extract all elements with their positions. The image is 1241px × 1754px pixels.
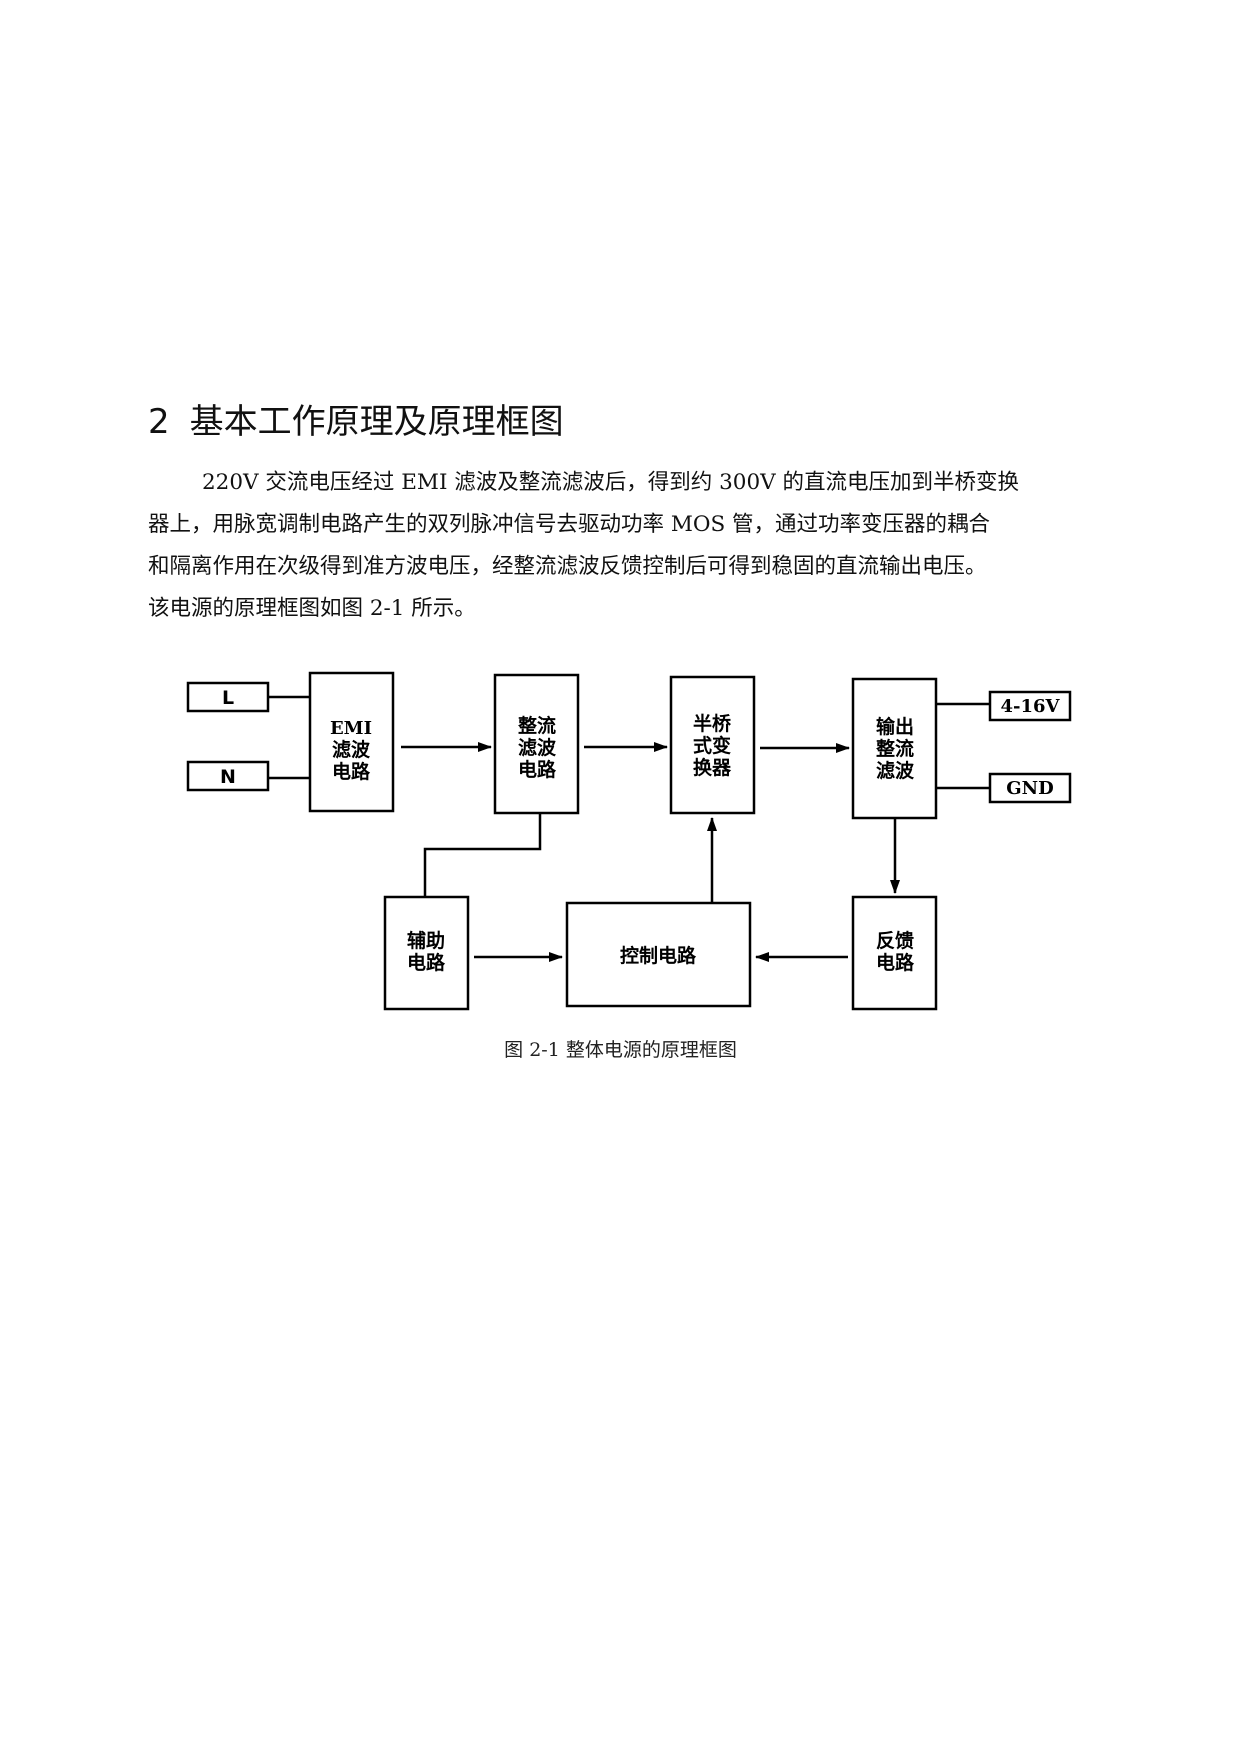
aux-label-2: 电路 [407,951,446,974]
terminal-4-16v-box [988,690,1072,722]
terminal-l-label: L [222,687,234,709]
emi-label-2: 滤波 [332,738,371,761]
paragraph-line: 该电源的原理框图如图 2-1 所示。 [148,596,476,621]
terminal-gnd-label: GND [1006,778,1053,799]
wire-rectifier-aux [423,813,542,897]
control-label: 控制电路 [620,944,697,967]
emi-filter-box [308,671,395,813]
output-rectifier-box [851,677,938,820]
half-bridge-box [669,675,756,815]
emi-label-1: EMI [330,718,372,739]
section-title: 基本工作原理及原理框图 [189,402,564,442]
rectifier-label-1: 整流 [518,714,556,737]
rectifier-label-2: 滤波 [518,736,557,759]
terminal-4-16v-label: 4-16V [1000,696,1060,717]
paragraph-line: 器上，用脉宽调制电路产生的双列脉冲信号去驱动功率 MOS 管，通过功率变压器的耦… [148,512,991,537]
figure-caption: 图 2-1 整体电源的原理框图 [504,1039,737,1061]
section-heading: 2 基本工作原理及原理框图 [148,398,564,446]
rectifier-filter-box [493,673,580,815]
feedback-label-2: 电路 [876,951,915,974]
half-bridge-label-3: 换器 [693,756,732,779]
feedback-label-1: 反馈 [876,929,914,952]
terminal-gnd-box [988,772,1072,804]
terminal-n-label: N [220,766,236,788]
half-bridge-label-2: 式变 [693,734,731,757]
paragraph-line: 和隔离作用在次级得到准方波电压，经整流滤波反馈控制后可得到稳固的直流输出电压。 [148,554,987,579]
body-paragraph: 220V 交流电压经过 EMI 滤波及整流滤波后，得到约 300V 的直流电压加… [148,462,1118,630]
terminal-n-box [186,760,270,792]
aux-circuit-box [383,895,470,1011]
half-bridge-label-1: 半桥 [693,712,732,735]
output-rectifier-label-2: 整流 [876,737,914,760]
feedback-circuit-box [851,895,938,1011]
section-number: 2 [148,402,170,442]
rectifier-label-3: 电路 [518,758,557,781]
paragraph-line: 220V 交流电压经过 EMI 滤波及整流滤波后，得到约 300V 的直流电压加… [202,470,1020,495]
output-rectifier-label-3: 滤波 [876,759,915,782]
emi-label-3: 电路 [332,760,371,783]
terminal-l-box [186,681,270,713]
control-circuit-box [565,901,752,1008]
aux-label-1: 辅助 [407,929,445,952]
output-rectifier-label-1: 输出 [876,715,914,738]
